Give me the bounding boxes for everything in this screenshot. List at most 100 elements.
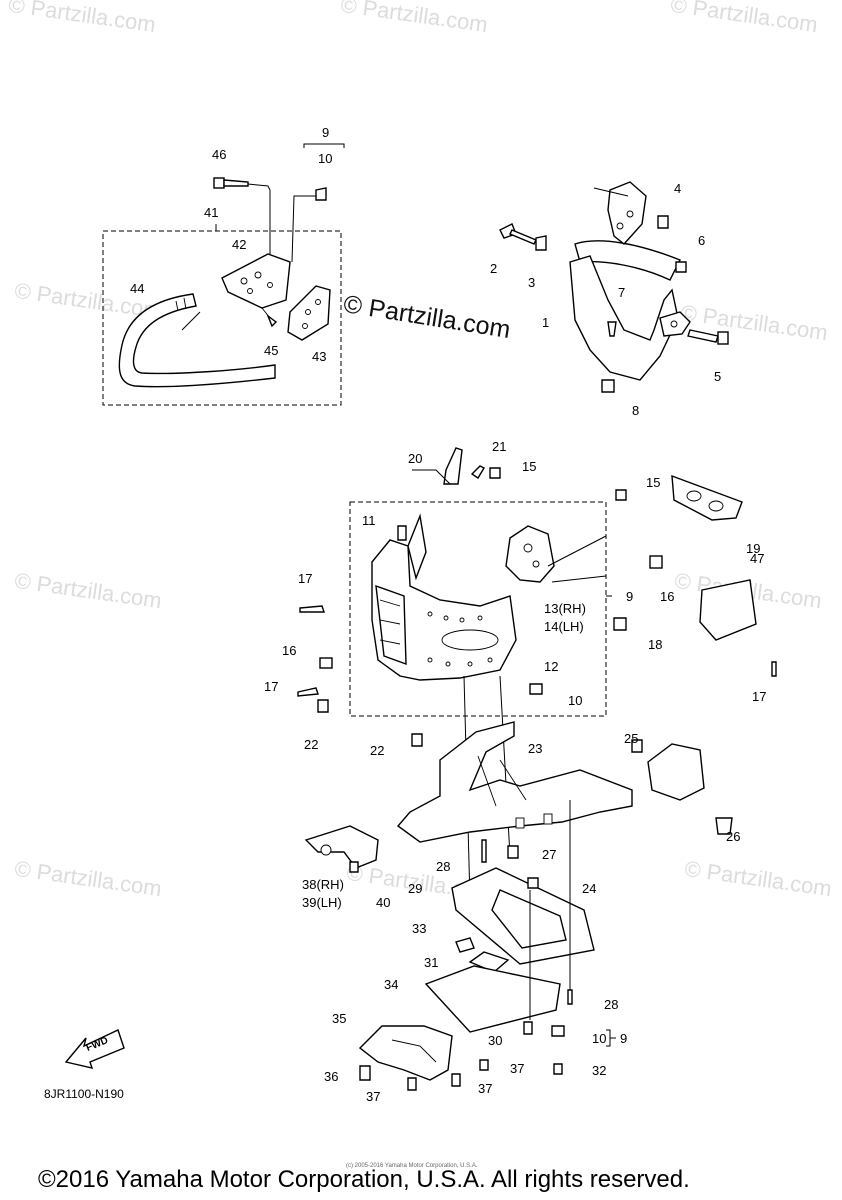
part-18-nut — [613, 617, 627, 631]
callout-2: 2 — [490, 261, 498, 276]
tiny-copyright: (c) 2005-2016 Yamaha Motor Corporation, … — [346, 1163, 478, 1169]
callout-38: 38(RH) — [302, 877, 344, 892]
callout-31: 31 — [424, 955, 439, 970]
part-37-bolt-a — [407, 1077, 417, 1091]
part-35-guard — [358, 1025, 453, 1081]
assembly-box-41 — [102, 230, 342, 406]
assembly-box-9 — [349, 501, 607, 717]
part-17-rivet-c — [771, 661, 777, 677]
part-11-bolt — [397, 525, 407, 541]
callout-12: 12 — [544, 659, 559, 674]
callout-35: 35 — [332, 1011, 347, 1026]
part-10-nut-bottom — [551, 1025, 565, 1037]
callout-9a: 9 — [322, 125, 330, 140]
part-44-bumper — [118, 293, 276, 388]
callout-40: 40 — [376, 895, 391, 910]
callout-44: 44 — [130, 281, 145, 296]
part-37-bolt-b — [451, 1073, 461, 1087]
callout-18: 18 — [648, 637, 663, 652]
callout-16b: 16 — [660, 589, 675, 604]
callout-10a: 10 — [318, 151, 333, 166]
part-7-bolt — [607, 321, 617, 337]
callout-3: 3 — [528, 275, 536, 290]
part-43-bracket — [287, 285, 331, 341]
side-bracket — [647, 743, 705, 801]
part-30-bolt — [523, 1021, 533, 1035]
callout-5: 5 — [714, 369, 722, 384]
part-27-bolt — [507, 845, 519, 859]
part-16-bushing-b — [649, 555, 663, 569]
callout-15b: 15 — [646, 475, 661, 490]
part-24-bolt — [527, 877, 539, 889]
part-15-bolt-b — [615, 489, 627, 501]
part-40-pin — [349, 861, 359, 873]
part-37-bolt-c — [479, 1059, 489, 1071]
part-19-plate — [671, 474, 743, 521]
callout-4: 4 — [674, 181, 682, 196]
callout-9c: 9 — [620, 1031, 628, 1046]
part-16-bushing-a — [319, 657, 333, 669]
callout-22b: 22 — [370, 743, 385, 758]
part-34-plate — [424, 965, 561, 1033]
part-23-frame — [396, 721, 633, 843]
callout-9b: 9 — [626, 589, 634, 604]
part-22-bolt-a — [317, 699, 329, 713]
callout-26: 26 — [726, 829, 741, 844]
part-10-nut-top — [291, 143, 345, 263]
part-22-bolt-b — [411, 733, 423, 747]
part-6-nut — [675, 261, 687, 273]
callout-6: 6 — [698, 233, 706, 248]
callout-17c: 17 — [752, 689, 767, 704]
callout-22a: 22 — [304, 737, 319, 752]
callout-10c: 10 — [592, 1031, 607, 1046]
part-3-washer — [535, 235, 547, 251]
callout-11: 11 — [362, 513, 376, 528]
part-4-nut — [657, 215, 669, 229]
part-42-bracket — [221, 190, 291, 309]
part-10-nut-mid — [529, 683, 543, 695]
callout-47: 47 — [750, 551, 765, 566]
part-2-bolt — [499, 223, 537, 245]
callout-37a: 37 — [366, 1089, 381, 1104]
callout-27: 27 — [542, 847, 557, 862]
callout-29: 29 — [408, 881, 423, 896]
callout-28b: 28 — [604, 997, 619, 1012]
callout-17b: 17 — [264, 679, 279, 694]
callout-36: 36 — [324, 1069, 339, 1084]
callout-30: 30 — [488, 1033, 503, 1048]
callout-25: 25 — [624, 731, 639, 746]
part-28-pin-a — [481, 839, 487, 863]
callout-39: 39(LH) — [302, 895, 342, 910]
part-32-bolt — [553, 1063, 563, 1075]
callout-15a: 15 — [522, 459, 537, 474]
part-13-bracket — [505, 525, 555, 583]
callout-33: 33 — [412, 921, 427, 936]
callout-34: 34 — [384, 977, 399, 992]
callout-19: 19 — [746, 541, 761, 556]
part-33-clip — [455, 937, 475, 953]
part-1-bracket-frame — [569, 181, 691, 381]
part-45-pin — [261, 307, 278, 328]
callout-16a: 16 — [282, 643, 297, 658]
callout-8: 8 — [632, 403, 640, 418]
callout-46: 46 — [212, 147, 227, 162]
callout-28a: 28 — [436, 859, 451, 874]
callout-42: 42 — [232, 237, 247, 252]
callout-10b: 10 — [568, 693, 583, 708]
part-38-bracket — [304, 825, 379, 869]
diagram-reference-code: 8JR1100-N190 — [44, 1087, 124, 1101]
part-47-panel — [699, 579, 757, 641]
callout-14: 14(LH) — [544, 619, 584, 634]
callout-23: 23 — [528, 741, 543, 756]
footer-copyright: ©2016 Yamaha Motor Corporation, U.S.A. A… — [38, 1166, 690, 1193]
part-28-pin-b — [567, 989, 573, 1005]
callout-32: 32 — [592, 1063, 607, 1078]
callout-24: 24 — [582, 881, 597, 896]
part-5-bolt — [687, 329, 729, 345]
callout-1: 1 — [542, 315, 550, 330]
callout-7: 7 — [618, 285, 626, 300]
part-29-skid-plate — [451, 867, 595, 965]
part-15-bolt-a — [489, 467, 501, 479]
callout-17a: 17 — [298, 571, 313, 586]
